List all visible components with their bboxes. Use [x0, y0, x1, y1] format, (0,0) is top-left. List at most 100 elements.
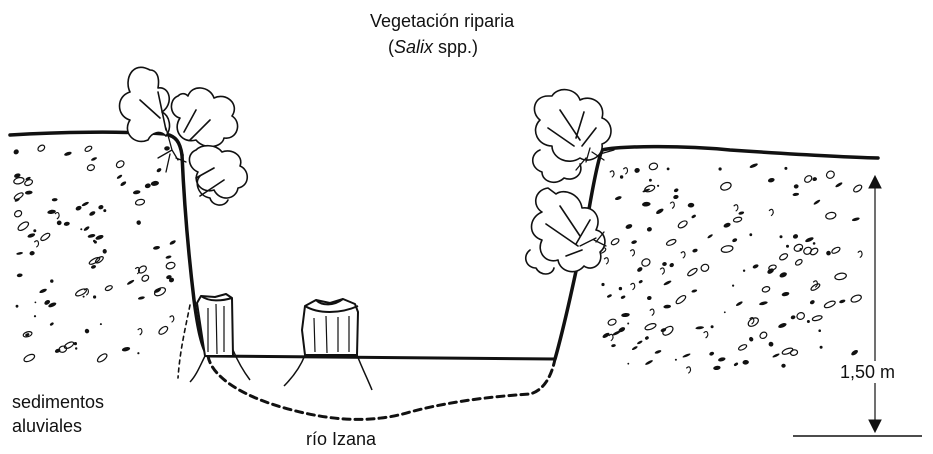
sediment-pebble [735, 301, 743, 307]
height-label: 1,50 m [838, 361, 897, 383]
sediment-pebble [675, 294, 687, 305]
sediment-pebble [795, 258, 804, 266]
sediment-pebble [759, 301, 768, 306]
sediment-pebble [120, 181, 127, 187]
sediment-pebble [792, 233, 798, 239]
sediment-pebble [660, 268, 664, 275]
sediment-pebble [666, 238, 677, 246]
sediment-pebble [165, 261, 175, 270]
sediment-speckles [13, 144, 863, 373]
sediment-pebble [734, 205, 738, 212]
sediment-pebble [170, 316, 174, 323]
sediment-pebble [675, 359, 677, 361]
sediment-pebble [657, 185, 659, 187]
sediment-pebble [638, 279, 643, 284]
sediment-pebble [673, 194, 679, 199]
sediment-pebble [803, 174, 813, 183]
sediment-pebble [90, 264, 96, 269]
sediment-pebble [63, 221, 70, 226]
sediment-pebble [98, 204, 104, 210]
sediment-pebble [768, 264, 777, 271]
sediment-pebble [807, 320, 810, 323]
sediment-pebble [54, 348, 61, 354]
sediment-pebble [50, 279, 53, 282]
middle-stump [284, 299, 372, 390]
sediment-pebble [611, 344, 616, 348]
sediment-pebble [834, 272, 847, 280]
sediment-pebble [826, 250, 831, 255]
sediment-pebble [719, 167, 722, 170]
sediment-pebble [813, 242, 816, 245]
sediment-pebble [25, 190, 33, 195]
sediment-pebble [634, 167, 641, 173]
sediment-pebble [34, 241, 38, 248]
sediment-pebble [800, 248, 803, 251]
sediment-pebble [850, 349, 859, 356]
subtitle-rest: spp.) [433, 37, 478, 57]
sediment-pebble [621, 313, 630, 318]
sediment-pebble [631, 240, 638, 245]
sediment-pebble [610, 237, 620, 246]
sediment-pebble [792, 192, 799, 196]
diagram-title: Vegetación riparia [370, 10, 514, 32]
sediment-pebble [805, 236, 815, 243]
sediment-pebble [713, 365, 721, 370]
sediment-pebble [748, 336, 754, 342]
sediment-pebble [102, 249, 107, 254]
sediment-pebble [704, 332, 708, 339]
sediment-pebble [858, 251, 862, 258]
sediment-pebble [614, 195, 622, 200]
sediment-pebble [732, 238, 738, 243]
sediment-pebble [648, 162, 658, 170]
sediment-pebble [820, 346, 823, 349]
sediment-pebble [742, 360, 749, 365]
sediment-pebble [105, 285, 113, 292]
sediment-pebble [654, 349, 662, 354]
sediment-pebble [762, 286, 771, 293]
sediment-pebble [631, 345, 638, 350]
sediment-pebble [17, 220, 30, 232]
sediment-pebble [646, 226, 652, 232]
sediment-pebble [623, 168, 627, 175]
sediment-pebble [691, 289, 697, 293]
sediment-pebble [39, 288, 48, 294]
scale-arrow-down [869, 420, 881, 432]
sediment-pebble [121, 346, 130, 352]
right-bank-surface [602, 147, 878, 158]
sediment-pebble [64, 151, 72, 157]
sediment-pebble [40, 232, 51, 242]
sediment-pebble [663, 304, 671, 308]
sediment-pebble [81, 201, 89, 207]
sediment-pebble [13, 192, 24, 201]
sediment-pebble [24, 179, 34, 187]
sediment-pebble [645, 359, 654, 365]
sediment-pebble [769, 209, 773, 216]
sediment-pebble [609, 334, 613, 341]
sediment-pebble [627, 323, 629, 325]
sediment-pebble [669, 262, 675, 268]
sediment-pebble [610, 171, 614, 178]
sediment-pebble [662, 261, 667, 266]
sediment-pebble [825, 212, 836, 220]
sediment-pebble [164, 146, 170, 151]
sediment-pebble [93, 295, 96, 298]
sediment-pebble [135, 198, 145, 205]
sediment-pebble [29, 251, 35, 256]
sediment-pebble [650, 309, 654, 316]
sediment-pebble [141, 274, 150, 283]
sediment-pebble [781, 291, 789, 297]
sediment-pebble [752, 263, 759, 269]
sediment-pebble [667, 168, 670, 171]
sediment-pebble [84, 145, 93, 152]
sediment-pebble [95, 234, 104, 241]
sediment-pebble [620, 175, 623, 178]
sediment-pebble [144, 183, 151, 189]
sediment-pebble [850, 294, 862, 304]
sediment-pebble [23, 353, 36, 363]
diagram-subtitle: (Salix spp.) [388, 36, 478, 58]
sediment-pebble [724, 311, 726, 313]
sediment-pebble [647, 296, 652, 301]
sediment-pebble [692, 248, 698, 253]
sediment-pebble [790, 315, 796, 320]
sediment-pebble [33, 229, 36, 232]
